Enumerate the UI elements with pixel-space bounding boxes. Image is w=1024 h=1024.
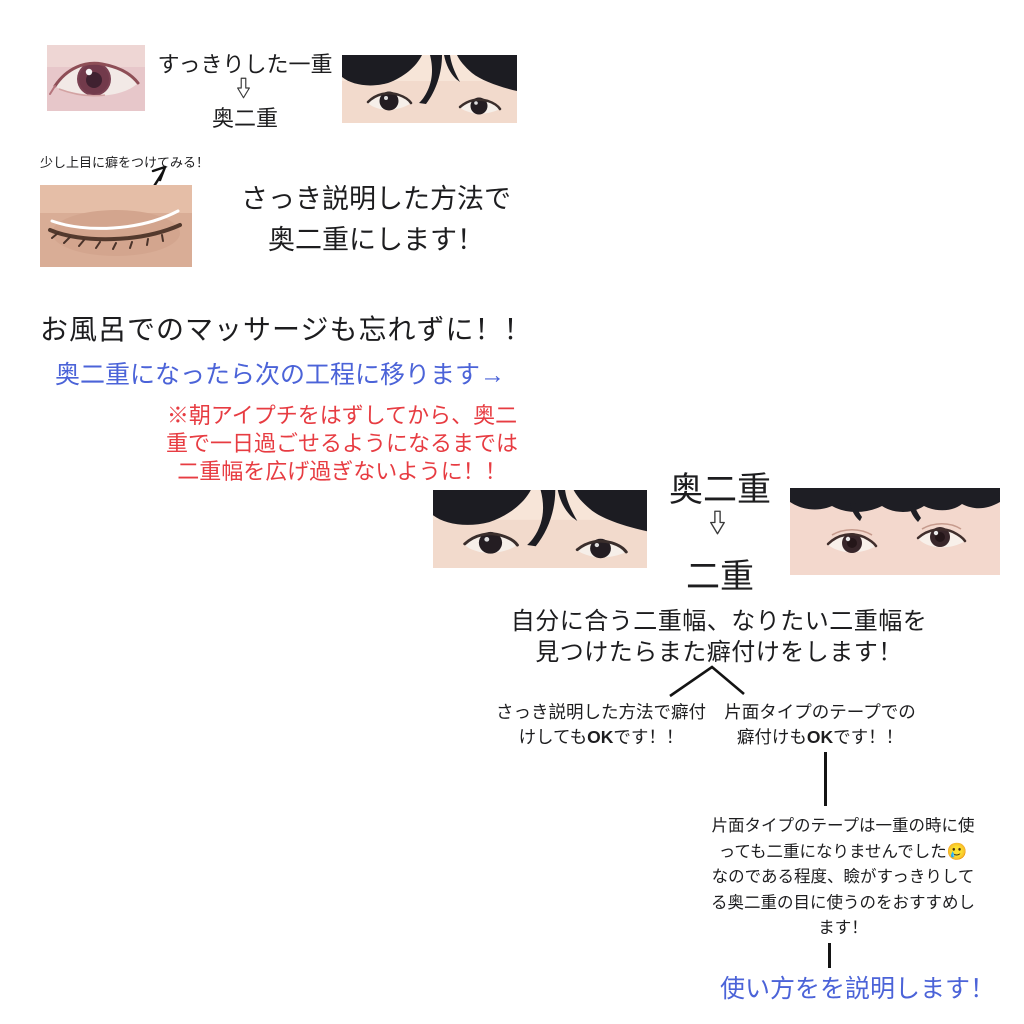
tape-note-line: ます！ — [818, 919, 868, 937]
warning-line: ※朝アイプチをはずしてから、奥二 — [166, 403, 518, 428]
photo-single-eyelid-eye — [47, 45, 145, 111]
warning-line: 二重幅を広げ過ぎないように！！ — [177, 459, 507, 484]
tape-note-line: っても二重になりませんでした🥲 — [718, 842, 968, 861]
connector-line — [824, 752, 827, 806]
connector-line — [828, 943, 831, 968]
label-after: 奥二重 — [211, 106, 278, 131]
tape-note-line: 片面タイプのテープは一重の時に使 — [711, 817, 975, 835]
cta-text: 使い方をを説明します！ — [720, 975, 996, 1003]
photo-futae-eyes — [790, 488, 1000, 575]
photo-eyes-with-bangs — [342, 55, 517, 123]
branch-connector — [669, 665, 745, 698]
tape-note-line: る奥二重の目に使うのをおすすめし — [711, 893, 975, 912]
tape-note-line: なのである程度、瞼がすっきりして — [711, 868, 975, 886]
label-before: すっきりした一重 — [157, 52, 333, 77]
step3-line: 見つけたらまた癖付けをします！ — [535, 639, 903, 666]
option-left-post: です！！ — [613, 727, 684, 747]
step3-line: 自分に合う二重幅、なりたい二重幅を — [510, 608, 928, 635]
option-right-line: 片面タイプのテープでの — [724, 702, 916, 722]
down-arrow-icon — [710, 510, 725, 535]
transition-from-label: 奥二重 — [669, 471, 771, 509]
hint-text: 少し上目に癖をつけてみる！ — [40, 155, 210, 170]
option-right-post: です！！ — [833, 727, 904, 747]
option-left-text: さっき説明した方法で癖付 けしてもOKです！！ — [494, 700, 708, 750]
warning-text: ※朝アイプチをはずしてから、奥二 重で一日過ごせるようになるまでは 二重幅を広げ… — [152, 402, 532, 486]
next-step-text: 奥二重になったら次の工程に移ります→ — [55, 361, 506, 389]
photo-okubutae-eyes — [433, 490, 647, 568]
tape-note-text: 片面タイプのテープは一重の時に使 っても二重になりませんでした🥲 なのである程度… — [704, 814, 982, 942]
statement-line: 奥二重にします！ — [268, 225, 484, 255]
option-left-line: けしてもOKです！！ — [494, 725, 708, 750]
down-arrow-icon — [237, 77, 250, 99]
reminder-text: お風呂でのマッサージも忘れずに！！ — [40, 314, 533, 345]
option-right-line: 癖付けもOKです！！ — [713, 725, 927, 750]
transition-to-label: 二重 — [686, 558, 754, 596]
step3-text: 自分に合う二重幅、なりたい二重幅を 見つけたらまた癖付けをします！ — [502, 606, 936, 668]
statement-line: さっき説明した方法で — [241, 184, 511, 214]
option-left-pre: けしても — [518, 727, 588, 747]
option-left-line: さっき説明した方法で癖付 — [496, 702, 706, 722]
warning-line: 重で一日過ごせるようになるまでは — [165, 431, 518, 456]
option-left-bold: OK — [587, 727, 614, 747]
option-right-text: 片面タイプのテープでの 癖付けもOKです！！ — [713, 700, 927, 750]
statement-text: さっき説明した方法で 奥二重にします！ — [214, 179, 538, 261]
option-right-bold: OK — [806, 727, 834, 747]
photo-closed-eye-with-line — [40, 185, 192, 267]
option-right-pre: 癖付けも — [736, 727, 807, 747]
